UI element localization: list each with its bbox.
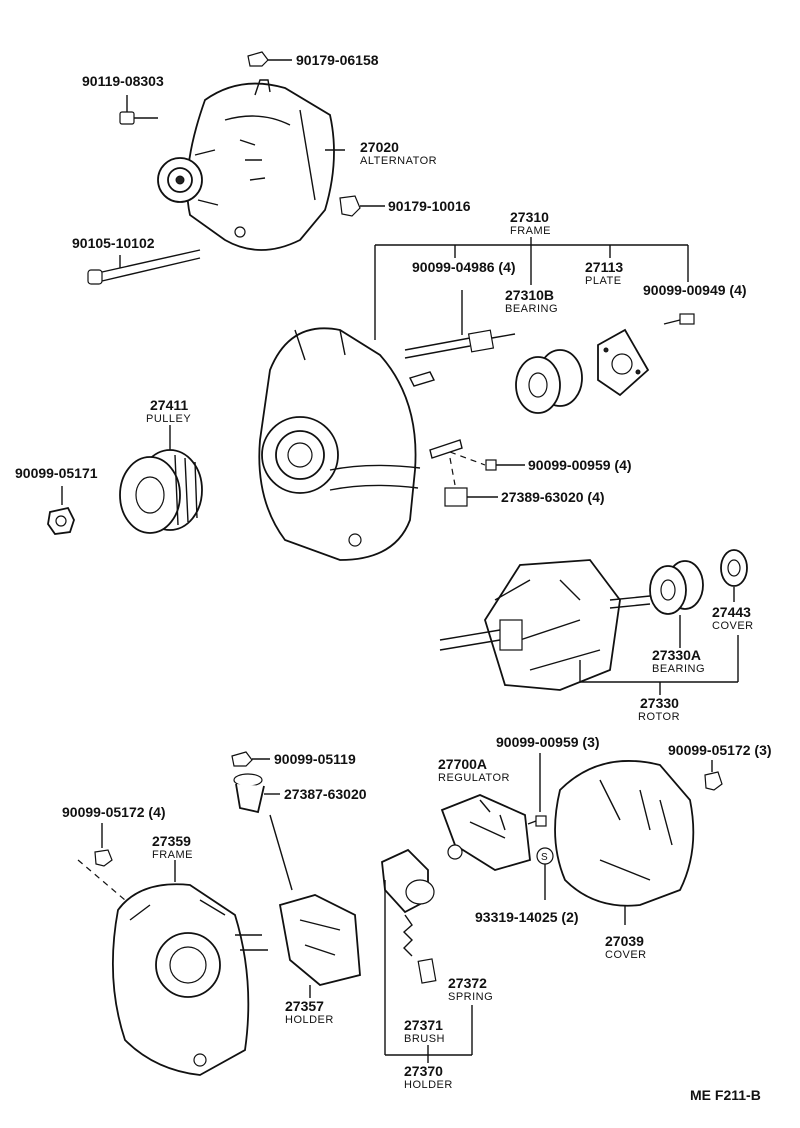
part-27411: 27411 xyxy=(150,397,188,413)
label-holder: HOLDER xyxy=(404,1079,453,1091)
nut-icon xyxy=(704,760,723,791)
part-27357: 27357 xyxy=(285,998,324,1014)
label-frame: FRAME xyxy=(152,849,193,861)
label-spring: SPRING xyxy=(448,991,493,1003)
label-bearing: BEARING xyxy=(505,303,558,315)
part-90099-05171: 90099-05171 xyxy=(15,465,98,481)
regulator-drawing xyxy=(440,794,531,871)
insulator-icon xyxy=(444,457,498,507)
nut-icon xyxy=(47,506,75,535)
part-27443: 27443 xyxy=(712,604,751,620)
part-27370: 27370 xyxy=(404,1063,443,1079)
label-holder: HOLDER xyxy=(285,1014,334,1026)
part-27039: 27039 xyxy=(605,933,644,949)
part-90099-00959-3: 90099-00959 (3) xyxy=(496,734,600,750)
plate-icon xyxy=(597,328,650,397)
rotor-drawing xyxy=(439,559,651,691)
rotor-bracket-lines xyxy=(579,635,739,695)
brush-assembly-drawing xyxy=(381,848,437,984)
insulator-bushing-icon xyxy=(233,773,280,814)
screw-icon xyxy=(449,451,525,471)
part-27330: 27330 xyxy=(640,695,679,711)
part-90099-00959-4: 90099-00959 (4) xyxy=(528,457,632,473)
label-frame: FRAME xyxy=(510,225,551,237)
label-brush: BRUSH xyxy=(404,1033,445,1045)
nut-icon xyxy=(94,849,113,867)
frame-bracket-lines xyxy=(374,237,689,340)
frame-housing-drawing xyxy=(258,327,463,561)
part-27359: 27359 xyxy=(152,833,191,849)
label-rotor: ROTOR xyxy=(638,711,680,723)
washer-icon: S xyxy=(536,847,554,900)
nut-icon xyxy=(231,751,270,767)
part-27330A: 27330A xyxy=(652,647,701,663)
label-bearing: BEARING xyxy=(652,663,705,675)
part-90099-05119: 90099-05119 xyxy=(274,751,356,767)
part-90099-04986: 90099-04986 (4) xyxy=(412,259,516,275)
part-90099-05172-4: 90099-05172 (4) xyxy=(62,804,166,820)
part-27020: 27020 xyxy=(360,139,399,155)
part-90179-10016: 90179-10016 xyxy=(388,198,471,214)
nut-icon xyxy=(339,195,385,217)
part-90099-00949: 90099-00949 (4) xyxy=(643,282,747,298)
part-27372: 27372 xyxy=(448,975,487,991)
label-plate: PLATE xyxy=(585,275,622,287)
label-pulley: PULLEY xyxy=(146,413,191,425)
rear-frame-drawing xyxy=(111,883,268,1076)
part-27389-63020: 27389-63020 (4) xyxy=(501,489,605,505)
part-90099-05172-3: 90099-05172 (3) xyxy=(668,742,772,758)
cover-icon xyxy=(720,549,748,602)
alternator-assembly-drawing xyxy=(157,79,345,251)
label-cover: COVER xyxy=(712,620,754,632)
part-27113: 27113 xyxy=(585,259,623,275)
part-27387-63020: 27387-63020 xyxy=(284,786,367,802)
long-bolt-icon xyxy=(87,249,201,285)
label-alternator: ALTERNATOR xyxy=(360,155,437,167)
label-cover: COVER xyxy=(605,949,647,961)
bearing-icon xyxy=(515,349,583,414)
nut-icon xyxy=(247,51,292,67)
pulley-icon xyxy=(119,449,203,534)
label-regulator: REGULATOR xyxy=(438,772,510,784)
dashed-guide xyxy=(77,859,126,901)
bolt-icon xyxy=(119,95,158,125)
screw-icon xyxy=(527,815,547,827)
screw-icon xyxy=(663,313,695,325)
part-93319-14025: 93319-14025 (2) xyxy=(475,909,579,925)
bearing-icon xyxy=(649,560,704,648)
brush-holder-drawing xyxy=(269,814,361,998)
part-27700A: 27700A xyxy=(438,756,487,772)
part-90105-10102: 90105-10102 xyxy=(72,235,155,251)
rear-cover-drawing xyxy=(554,760,695,925)
holder-bracket-lines xyxy=(384,880,473,1063)
part-27310: 27310 xyxy=(510,209,549,225)
part-27371: 27371 xyxy=(404,1017,443,1033)
diagram-code: ME F211-B xyxy=(690,1087,761,1103)
stud-bolt-icon xyxy=(404,290,516,359)
washer-mark: S xyxy=(541,852,548,863)
part-90119-08303: 90119-08303 xyxy=(82,73,164,89)
part-27310B: 27310B xyxy=(505,287,554,303)
part-90179-06158: 90179-06158 xyxy=(296,52,379,68)
